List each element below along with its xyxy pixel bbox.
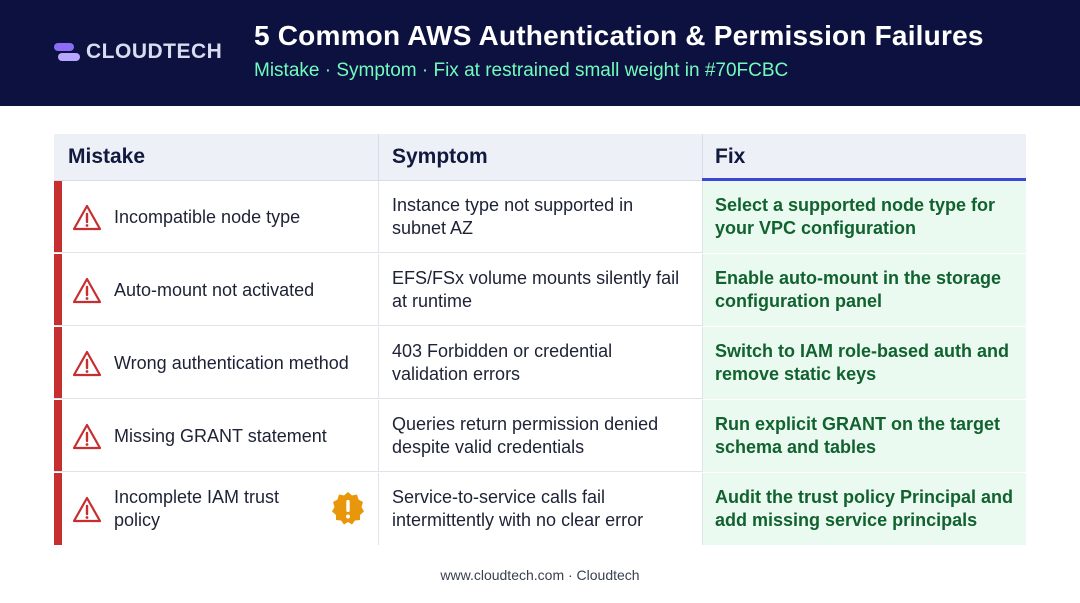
page-subtitle: Mistake · Symptom · Fix at restrained sm…	[254, 60, 789, 81]
warning-triangle-icon	[72, 277, 102, 304]
fix-cell: Audit the trust policy Principal and add…	[702, 473, 1026, 545]
table-row: Incompatible node type Instance type not…	[54, 181, 1026, 253]
table-row: Incomplete IAM trust policy Service-to-s…	[54, 473, 1026, 545]
page-title: 5 Common AWS Authentication & Permission…	[254, 20, 984, 51]
row-accent-bar	[54, 181, 62, 252]
warning-triangle-icon	[72, 423, 102, 450]
cloudtech-logo-icon	[54, 41, 80, 63]
column-header-mistake: Mistake	[68, 145, 146, 168]
column-header-fix: Fix	[702, 134, 1026, 180]
fix-cell: Run explicit GRANT on the target schema …	[702, 400, 1026, 472]
warning-triangle-icon	[72, 204, 102, 231]
row-accent-bar	[54, 254, 62, 325]
header-banner: CLOUDTECH 5 Common AWS Authentication & …	[0, 0, 1080, 106]
row-accent-bar	[54, 400, 62, 471]
symptom-cell: Service-to-service calls fail intermitte…	[378, 473, 702, 545]
mistake-cell: Wrong authentication method	[114, 352, 349, 373]
symptom-cell: Queries return permission denied despite…	[378, 400, 702, 472]
footer-text: www.cloudtech.com · Cloudtech	[440, 567, 640, 583]
symptom-cell: Instance type not supported in subnet AZ	[378, 181, 702, 253]
row-accent-bar	[54, 473, 62, 545]
table-header: Mistake Symptom Fix	[54, 134, 1026, 181]
fix-column-underline	[702, 178, 1026, 181]
failures-table: Mistake Symptom Fix Incompatible node ty…	[54, 134, 1026, 545]
column-header-symptom: Symptom	[378, 134, 702, 180]
mistake-cell: Missing GRANT statement	[114, 425, 327, 446]
symptom-cell: 403 Forbidden or credential validation e…	[378, 327, 702, 399]
table-row: Auto-mount not activated EFS/FSx volume …	[54, 254, 1026, 326]
warning-triangle-icon	[72, 350, 102, 377]
table-row: Wrong authentication method 403 Forbidde…	[54, 327, 1026, 399]
row-accent-bar	[54, 327, 62, 398]
mistake-cell: Incompatible node type	[114, 206, 301, 227]
mistake-cell: Auto-mount not activated	[114, 279, 315, 300]
warning-triangle-icon	[72, 496, 102, 523]
symptom-cell: EFS/FSx volume mounts silently fail at r…	[378, 254, 702, 326]
table-row: Missing GRANT statement Queries return p…	[54, 400, 1026, 472]
mistake-cell: Incomplete IAM trust policy	[114, 487, 280, 530]
fix-cell: Switch to IAM role-based auth and remove…	[702, 327, 1026, 399]
fix-cell: Select a supported node type for your VP…	[702, 181, 1026, 253]
brand-name: CLOUDTECH	[86, 40, 223, 63]
fix-cell: Enable auto-mount in the storage configu…	[702, 254, 1026, 326]
brand-logo: CLOUDTECH	[54, 38, 222, 66]
alert-badge-icon	[332, 492, 364, 525]
